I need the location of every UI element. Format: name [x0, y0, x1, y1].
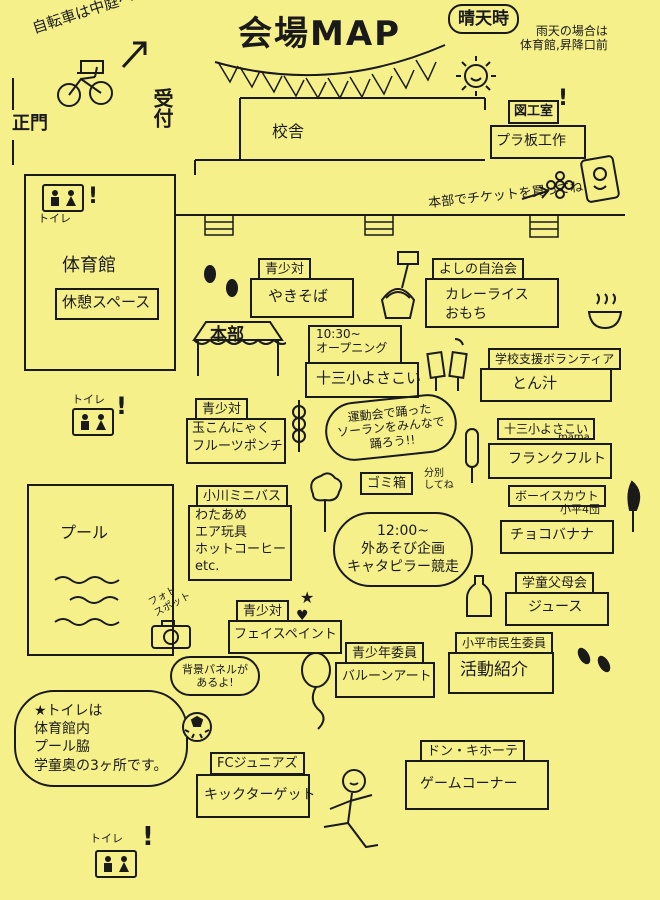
- booth-org-yosakoi-mama: 十三小よさこい: [497, 418, 596, 440]
- sunny-bubble: 晴天時: [448, 4, 519, 35]
- garbage-note: 分別 してね: [424, 468, 454, 491]
- booth-items-youth-committee: バルーンアート: [342, 669, 432, 684]
- booth-sub-scout: 小平4団: [560, 503, 600, 516]
- toilet-label-gakudou: トイレ: [90, 832, 123, 845]
- booth-org-donki: ドン・キホーテ: [420, 740, 526, 763]
- booth-items-scout: チョコバナナ: [510, 527, 594, 543]
- footprints-icon: [204, 265, 238, 297]
- booth-items-opening: 十三小よさこい: [316, 369, 422, 387]
- choco-banana-icon: [627, 480, 641, 532]
- booth-items-gakudou: ジュース: [528, 599, 583, 615]
- tent-icon: [192, 321, 286, 376]
- booth-items-donki: ゲームコーナー: [420, 776, 518, 792]
- naruko-clapper-icon: [426, 338, 468, 391]
- rain-note: 雨天の場合は 体育館,昇降口前: [520, 24, 608, 53]
- event-bubble: 12:00~ 外あそび企画 キャタピラー競走: [333, 512, 473, 587]
- toilet-icon: [72, 408, 114, 436]
- soccer-ball-icon: [182, 712, 212, 742]
- mochi-mallet-icon: [380, 251, 419, 319]
- pool-label: プール: [60, 523, 109, 542]
- booth-org-fc-junior: FCジュニアズ: [210, 752, 305, 775]
- garbage-label: ゴミ箱: [360, 472, 414, 495]
- exclamation-icon: !: [142, 822, 154, 852]
- panel-bubble: 背景パネルが あるよ!: [170, 656, 260, 697]
- reception-label: 受付: [150, 88, 174, 128]
- arrow-icon: [121, 41, 147, 69]
- booth-org-school-support: 学校支援ボランティア: [488, 348, 622, 370]
- booth-org-scout: ボーイスカウト: [508, 485, 606, 507]
- booth-items-fc-junior: キックターゲット: [204, 787, 316, 803]
- toilet-note-bubble: ★トイレは 体育館内 プール脇 学童奥の3ヶ所です。: [14, 690, 188, 787]
- star-icon: ★: [300, 588, 315, 607]
- soup-bowl-icon: [587, 293, 623, 330]
- exclamation-icon: !: [88, 184, 99, 209]
- cotton-candy-icon: [310, 472, 343, 532]
- exclamation-icon: !: [116, 392, 127, 420]
- booth-items-seishoutai-konnyaku: 玉こんにゃく フルーツポンチ: [192, 421, 283, 454]
- flower-icon: [546, 171, 574, 199]
- headquarters-label: 本部: [210, 325, 244, 345]
- sun-icon: [456, 56, 496, 96]
- booth-items-yosakoi-mama: フランクフルト: [508, 451, 606, 467]
- booth-org-seishoutai-face: 青少対: [236, 600, 290, 623]
- balloon-icon: [301, 652, 331, 730]
- toilet-icon: [95, 850, 137, 878]
- map-title: 会場MAP: [238, 14, 402, 54]
- camera-icon: [151, 620, 191, 649]
- booth-items-seishoutai-face: フェイスペイント: [234, 627, 337, 642]
- toilet-label-pool: トイレ: [72, 393, 105, 406]
- footprints-icon: [577, 647, 611, 673]
- craft-activity: プラ板工作: [496, 133, 566, 149]
- booth-items-yoshino: カレーライス おもち: [445, 287, 529, 322]
- kicking-person-icon: [323, 769, 379, 849]
- school-building-label: 校舎: [272, 122, 305, 141]
- pla-board-charm-icon: [580, 155, 620, 203]
- gate-label: 正門: [12, 113, 48, 134]
- ticket-arrow-icon: [521, 186, 550, 200]
- toilet-icon: [42, 184, 84, 212]
- booth-items-seishoutai-yakisoba: やきそば: [268, 287, 329, 305]
- konnyaku-skewer-icon: [292, 400, 306, 452]
- craft-room-label: 図工室: [508, 100, 560, 124]
- booth-org-minsei: 小平市民生委員: [455, 632, 554, 654]
- exclamation-icon: !: [558, 86, 569, 111]
- gym-label: 体育館: [62, 255, 116, 276]
- booth-items-minsei: 活動紹介: [460, 660, 528, 680]
- booth-sub-yosakoi-mama: mama: [558, 432, 590, 443]
- bicycle-icon: [57, 60, 113, 107]
- bottle-icon: [466, 575, 492, 617]
- booth-org-gakudou: 学童父母会: [515, 572, 595, 595]
- booth-items-minibus: わたあめ エア玩具 ホットコーヒー etc.: [195, 508, 287, 574]
- sausage-icon: [465, 428, 479, 483]
- booth-time-opening: 10:30~ オープニング: [316, 327, 388, 356]
- toilet-label-gym: トイレ: [38, 212, 71, 225]
- gym-rest-area: 休憩スペース: [62, 293, 151, 311]
- booth-items-school-support: とん汁: [512, 374, 558, 392]
